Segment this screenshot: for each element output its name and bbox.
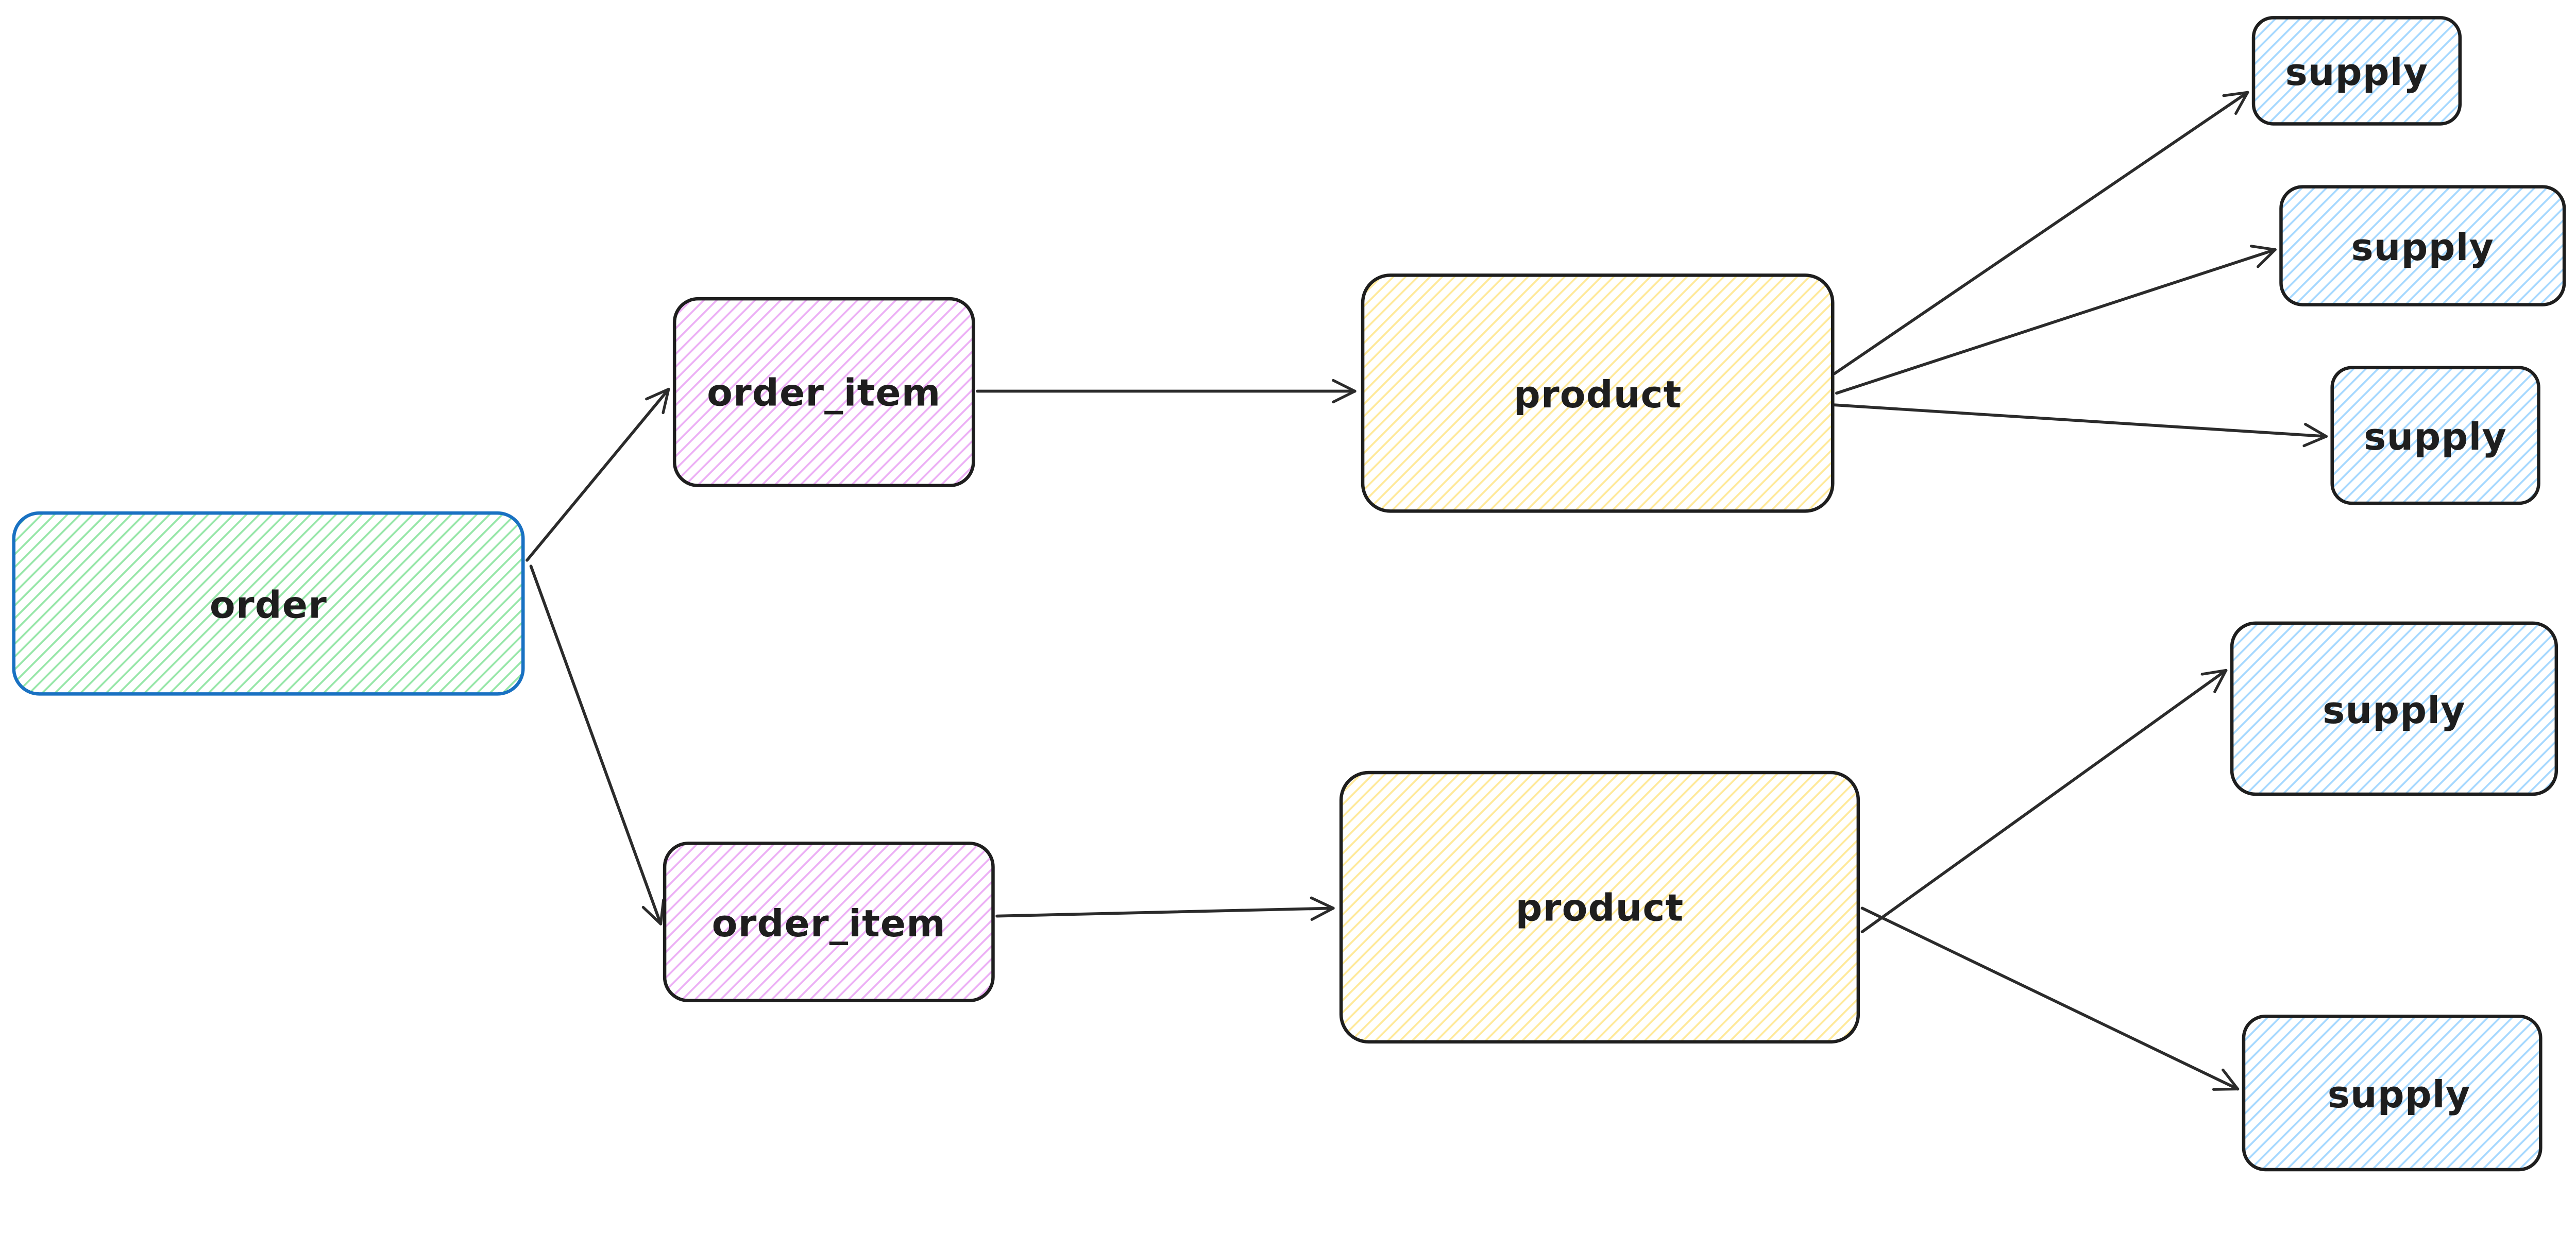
node-supply-2 — [2279, 185, 2566, 306]
node-product-top-label: product — [1514, 373, 1682, 417]
arrow-order-to-order-item-top — [526, 387, 670, 562]
node-supply-3-label: supply — [2364, 416, 2507, 459]
node-supply-2-label: supply — [2351, 226, 2495, 269]
arrow-product-bottom-to-supply-5 — [1860, 906, 2240, 1091]
node-product-bottom — [1339, 770, 1860, 1044]
node-supply-1 — [2251, 16, 2462, 126]
node-supply-3 — [2330, 366, 2540, 505]
arrow-product-top-to-supply-1 — [1833, 91, 2249, 375]
diagram-canvas: order order_item order_item product prod… — [12, 16, 2566, 1172]
arrow-product-top-to-supply-2 — [1835, 245, 2277, 395]
node-order-label: order — [210, 584, 327, 627]
arrow-order-to-order-item-bottom — [529, 564, 665, 926]
node-product-top — [1361, 273, 1835, 513]
node-supply-1-label: supply — [2285, 51, 2429, 94]
node-supply-4 — [2230, 621, 2558, 796]
node-order-item-top — [672, 297, 975, 487]
node-order-item-bottom-label: order_item — [712, 902, 946, 946]
node-supply-5-label: supply — [2328, 1073, 2471, 1117]
arrow-order-item-bottom-to-product-bottom — [995, 896, 1335, 921]
node-product-bottom-label: product — [1516, 886, 1684, 930]
node-supply-4-label: supply — [2323, 689, 2466, 732]
node-order-item-bottom — [663, 842, 995, 1002]
arrow-product-bottom-to-supply-4 — [1860, 669, 2228, 934]
arrow-product-top-to-supply-3 — [1833, 403, 2328, 448]
node-order-item-top-label: order_item — [707, 371, 941, 415]
diagram-stage: order order_item order_item product prod… — [12, 16, 2566, 1172]
node-order — [12, 511, 525, 696]
node-supply-5 — [2242, 1015, 2543, 1172]
